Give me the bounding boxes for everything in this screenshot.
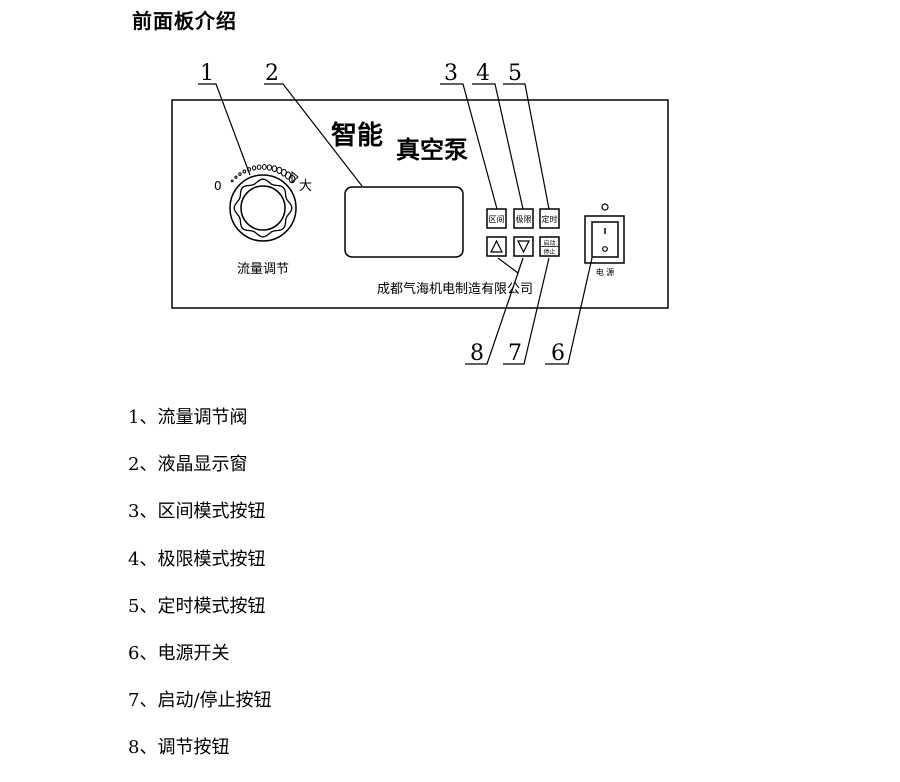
down-triangle-icon: [517, 240, 530, 254]
up-triangle-icon: [490, 239, 503, 253]
legend-item: 6、电源开关: [128, 642, 230, 664]
power-indicator-icon: [601, 203, 609, 211]
callout-8: 8: [470, 341, 484, 366]
legend-item: 8、调节按钮: [128, 737, 230, 759]
timer-mode-button[interactable]: 定时: [539, 208, 560, 229]
interval-mode-button[interactable]: 区间: [486, 208, 507, 229]
scale-mark: [261, 164, 267, 170]
knob-min-label: 0: [214, 179, 222, 193]
scale-mark: [251, 165, 257, 171]
lcd-display: [344, 186, 464, 258]
up-button[interactable]: [486, 236, 507, 257]
scale-mark: [271, 165, 278, 172]
scale-mark: [266, 164, 272, 171]
legend-item: 7、启动/停止按钮: [128, 690, 272, 712]
down-button[interactable]: [513, 236, 534, 257]
start-stop-button[interactable]: 启动 停止: [539, 236, 560, 257]
scale-mark: [256, 164, 262, 170]
knob-max-label: 大: [299, 179, 312, 194]
legend-item: 1、流量调节阀: [128, 407, 248, 428]
callout-7: 7: [508, 341, 522, 366]
scale-mark: [242, 169, 247, 174]
section-heading: 前面板介绍: [132, 9, 237, 33]
svg-text:停止: 停止: [543, 248, 555, 256]
callout-4: 4: [476, 61, 490, 86]
legend-item: 3、区间模式按钮: [128, 501, 266, 523]
power-label: 电 源: [596, 267, 615, 277]
legend-item: 5、定时模式按钮: [128, 595, 266, 617]
panel-outline: [171, 99, 669, 309]
legend-item: 4、极限模式按钮: [128, 548, 266, 570]
scale-mark: [234, 175, 238, 179]
component-legend: 1、流量调节阀 2、液晶显示窗 3、区间模式按钮 4、极限模式按钮 5、定时模式…: [128, 404, 272, 782]
svg-text:定时: 定时: [542, 214, 558, 224]
callout-leaders: [198, 83, 593, 365]
front-panel-diagram: 智能 真空泵 0 大 流量调节 区间 极限 定时 启动 停止: [171, 61, 669, 366]
callout-5: 5: [508, 61, 522, 86]
knob-label: 流量调节: [237, 262, 289, 277]
legend-item: 2、液晶显示窗: [128, 454, 248, 476]
power-switch[interactable]: [584, 215, 625, 264]
brand-line1: 智能: [331, 120, 383, 151]
svg-text:极限: 极限: [516, 214, 532, 224]
scale-mark: [238, 172, 242, 176]
svg-text:区间: 区间: [489, 215, 505, 224]
limit-mode-button[interactable]: 极限: [513, 208, 534, 229]
flow-knob-icon[interactable]: [229, 174, 297, 242]
flow-scale-icon: [230, 164, 299, 184]
brand-line2: 真空泵: [396, 136, 468, 164]
callout-3: 3: [444, 61, 458, 86]
callout-2: 2: [265, 61, 279, 86]
callout-1: 1: [200, 61, 214, 86]
company-name: 成都气海机电制造有限公司: [377, 281, 533, 297]
callout-6: 6: [551, 341, 565, 366]
scale-mark: [230, 179, 234, 183]
svg-text:启动: 启动: [543, 239, 555, 247]
scale-max-arrow-icon: [291, 170, 299, 184]
